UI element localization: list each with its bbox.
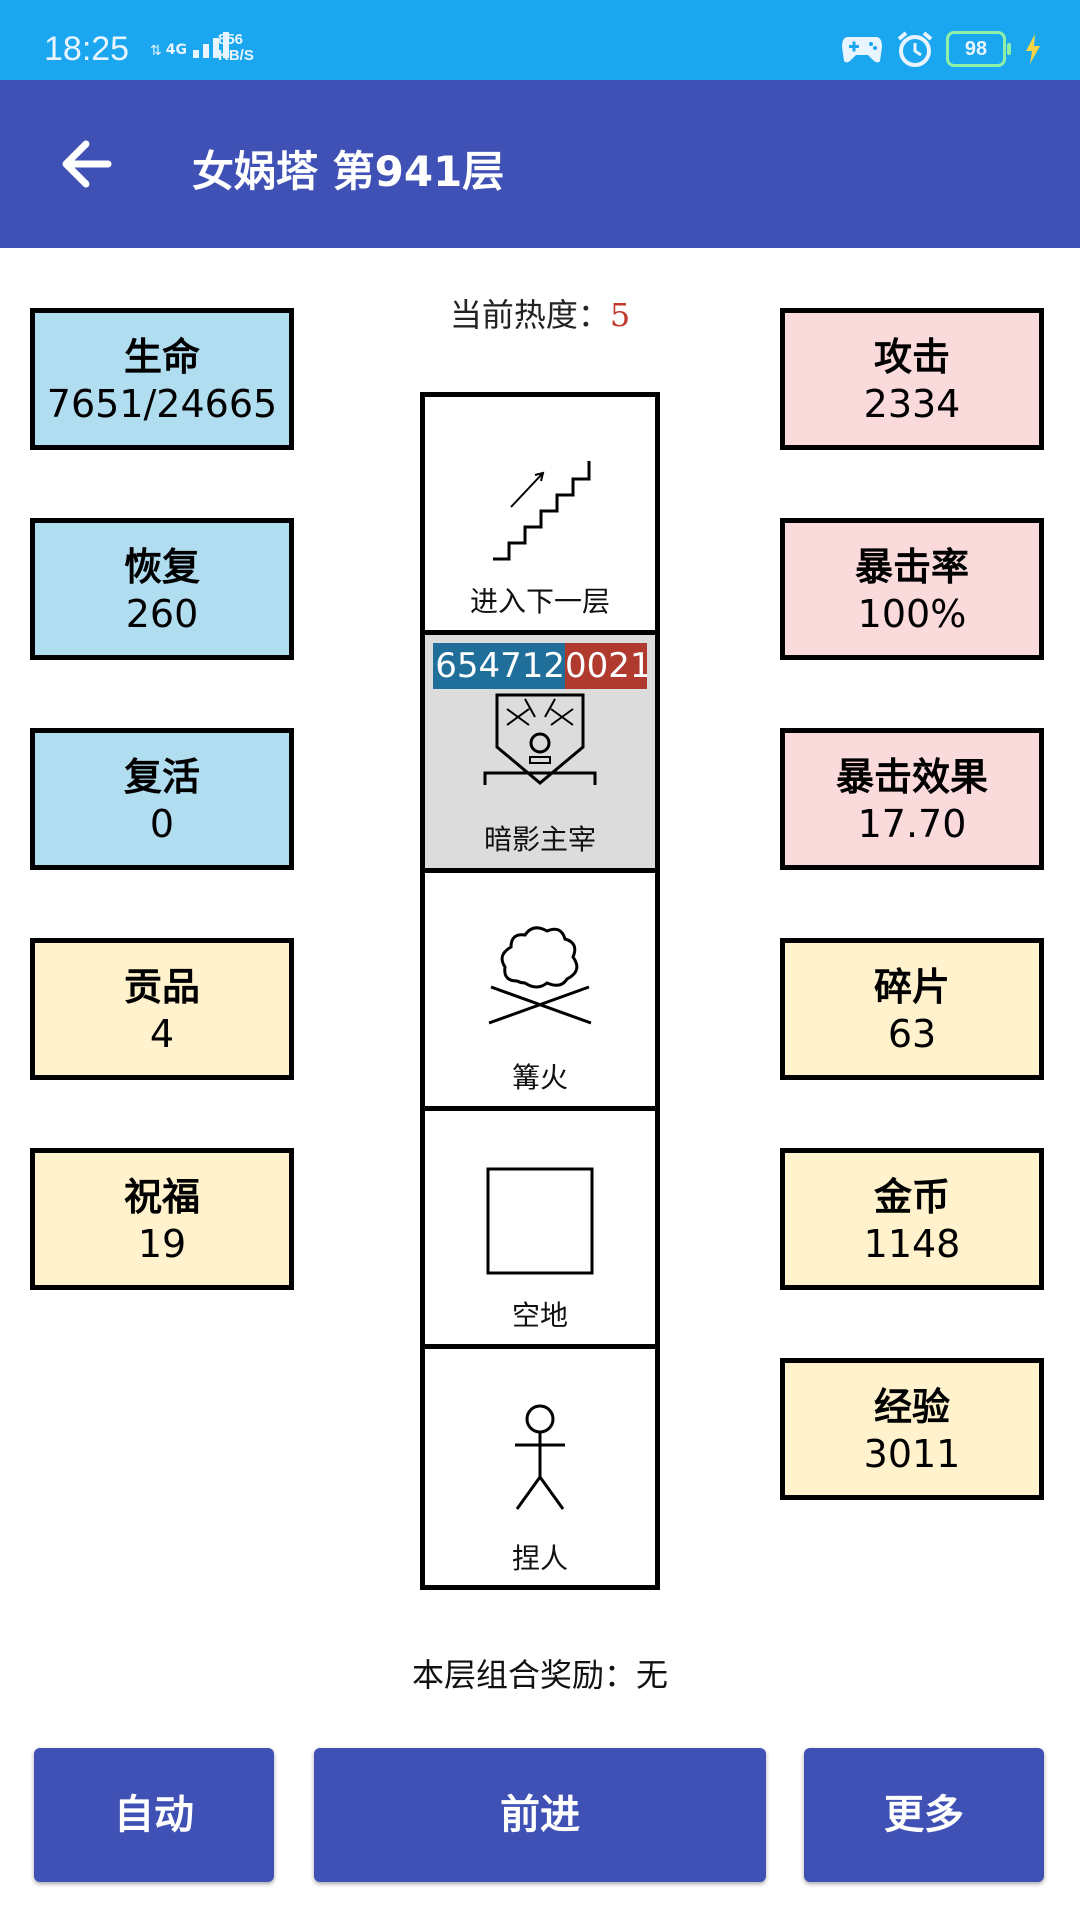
empty-square-icon bbox=[486, 1167, 594, 1275]
tower-column: 进入下一层 654712 0021 暗影主宰 篝火 空地 bbox=[420, 392, 660, 1590]
stat-experience: 经验 3011 bbox=[780, 1358, 1044, 1500]
tower-cell-empty[interactable]: 空地 bbox=[425, 1111, 655, 1349]
app-bar: 女娲塔 第941层 bbox=[0, 80, 1080, 248]
stat-crit-rate: 暴击率 100% bbox=[780, 518, 1044, 660]
tower-cell-stairs[interactable]: 进入下一层 bbox=[425, 397, 655, 635]
signal-icon: ⇅ 4G bbox=[150, 32, 229, 58]
stat-life: 生命 7651/24665 bbox=[30, 308, 294, 450]
battery-icon: 98 bbox=[946, 31, 1011, 67]
heat-indicator: 当前热度：5 bbox=[449, 296, 631, 334]
reward-value: 无 bbox=[636, 1656, 669, 1694]
stairs-icon bbox=[493, 461, 591, 561]
network-type: 4G bbox=[165, 42, 187, 58]
tower-cell-character[interactable]: 捏人 bbox=[425, 1349, 655, 1587]
network-speed: 856 KB/S bbox=[218, 31, 254, 64]
floor-combo-reward: 本层组合奖励：无 bbox=[411, 1656, 669, 1694]
stick-figure-icon bbox=[515, 1404, 565, 1510]
forward-button[interactable]: 前进 bbox=[314, 1748, 766, 1882]
stat-tribute: 贡品 4 bbox=[30, 938, 294, 1080]
stat-recovery: 恢复 260 bbox=[30, 518, 294, 660]
alarm-icon bbox=[897, 31, 933, 67]
status-time: 18:25 bbox=[44, 30, 130, 68]
back-arrow-icon[interactable] bbox=[58, 136, 118, 192]
stat-attack: 攻击 2334 bbox=[780, 308, 1044, 450]
stat-fragments: 碎片 63 bbox=[780, 938, 1044, 1080]
more-button[interactable]: 更多 bbox=[804, 1748, 1044, 1882]
mask-icon bbox=[483, 693, 597, 785]
auto-button[interactable]: 自动 bbox=[34, 1748, 274, 1882]
stat-blessing: 祝福 19 bbox=[30, 1148, 294, 1290]
enemy-hp-bar: 654712 0021 bbox=[433, 643, 647, 689]
page-title: 女娲塔 第941层 bbox=[192, 147, 505, 196]
stat-revive: 复活 0 bbox=[30, 728, 294, 870]
tower-cell-enemy[interactable]: 654712 0021 暗影主宰 bbox=[425, 630, 655, 873]
status-bar: 18:25 ⇅ 4G 856 KB/S 98 bbox=[0, 0, 1080, 80]
stat-crit-effect: 暴击效果 17.70 bbox=[780, 728, 1044, 870]
game-controller-icon bbox=[842, 37, 882, 63]
tower-cell-campfire[interactable]: 篝火 bbox=[425, 873, 655, 1111]
campfire-icon bbox=[488, 926, 592, 1025]
charging-icon bbox=[1026, 34, 1040, 64]
stat-gold: 金币 1148 bbox=[780, 1148, 1044, 1290]
heat-value: 5 bbox=[609, 296, 631, 334]
